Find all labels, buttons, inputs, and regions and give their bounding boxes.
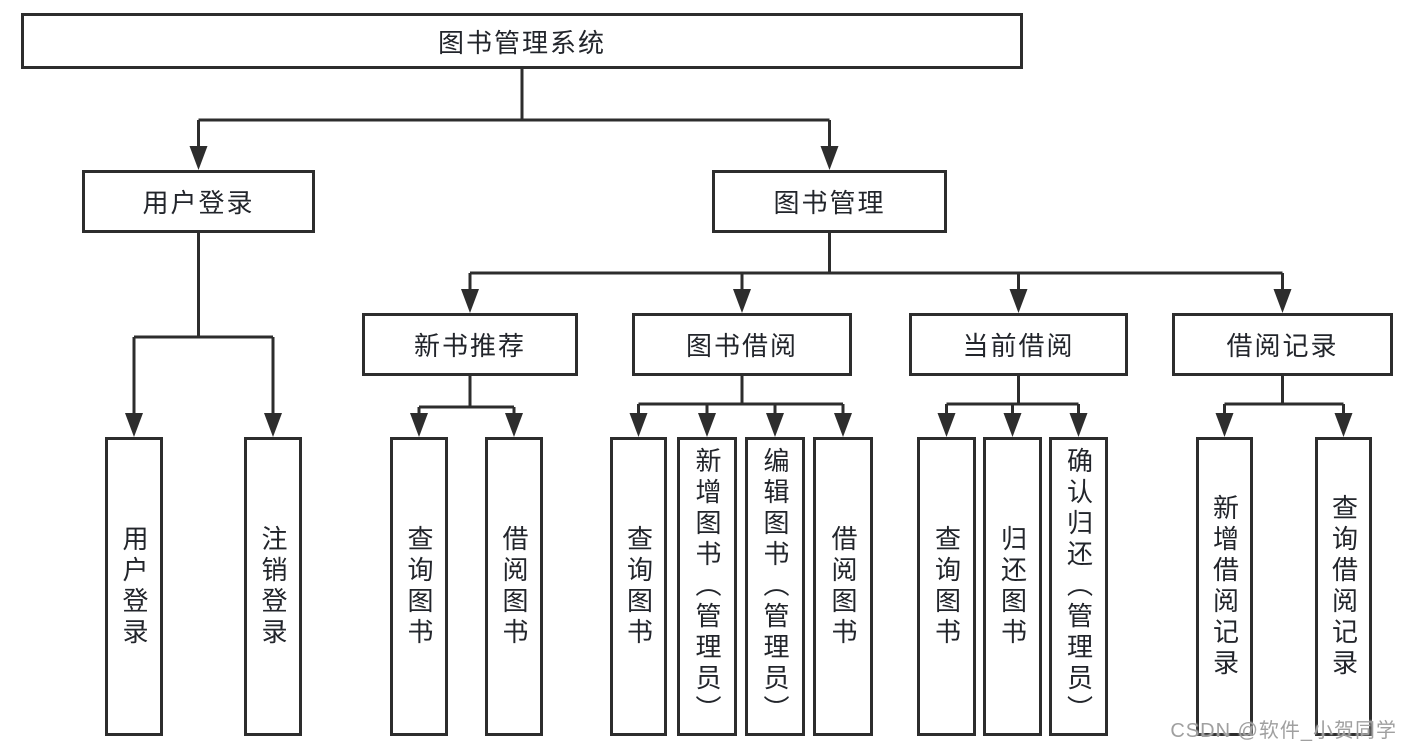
- connector-records-to-leaves: [1223, 376, 1345, 418]
- leaf-query-book-borrow: 查询图书: [610, 437, 667, 736]
- arrowheads: [125, 146, 1353, 437]
- node-label: 确认归还（管理员）: [1063, 447, 1094, 726]
- node-label: 图书管理系统: [437, 27, 606, 58]
- leaf-edit-book-admin: 编辑图书（管理员）: [745, 437, 805, 736]
- node-library-system-root: 图书管理系统: [21, 13, 1023, 69]
- node-new-book-recommendation: 新书推荐: [362, 313, 578, 376]
- connector-currentborrow-to-leaves: [945, 376, 1080, 418]
- node-label: 借阅记录: [1226, 331, 1339, 361]
- node-borrowing-records: 借阅记录: [1172, 313, 1393, 376]
- connector-lines: [132, 69, 1345, 418]
- node-label: 图书管理: [773, 188, 886, 218]
- arrow-down-icon: [1273, 289, 1292, 313]
- connector-bookmgmt-to-level3: [468, 233, 1284, 292]
- leaf-add-book-admin: 新增图书（管理员）: [677, 437, 737, 736]
- arrow-down-icon: [1003, 413, 1022, 437]
- connector-userlogin-to-leaves: [132, 233, 275, 416]
- node-label: 注销登录: [258, 524, 288, 649]
- node-label: 编辑图书（管理员）: [760, 447, 790, 726]
- node-label: 新书推荐: [413, 331, 526, 361]
- arrow-down-icon: [820, 146, 839, 170]
- node-book-management: 图书管理: [712, 170, 947, 233]
- leaf-query-book-current: 查询图书: [917, 437, 976, 736]
- node-label: 当前借阅: [962, 331, 1075, 361]
- arrow-down-icon: [629, 413, 648, 437]
- node-label: 用户登录: [119, 524, 149, 649]
- node-book-borrowing: 图书借阅: [632, 313, 852, 376]
- arrow-down-icon: [834, 413, 852, 437]
- arrow-down-icon: [410, 413, 428, 437]
- node-label: 新增图书（管理员）: [692, 447, 722, 726]
- arrow-down-icon: [125, 413, 143, 437]
- arrow-down-icon: [698, 413, 716, 437]
- node-label: 图书借阅: [685, 331, 798, 361]
- connector-newbook-to-leaves: [417, 376, 516, 418]
- connector-root-to-level2: [197, 69, 831, 150]
- leaf-user-login: 用户登录: [105, 437, 163, 736]
- node-current-borrowing: 当前借阅: [909, 313, 1128, 376]
- arrow-down-icon: [505, 413, 523, 437]
- arrow-down-icon: [189, 146, 208, 170]
- leaf-query-borrow-record: 查询借阅记录: [1315, 437, 1372, 736]
- node-label: 查询图书: [623, 524, 654, 649]
- node-label: 查询借阅记录: [1328, 493, 1359, 680]
- node-label: 借阅图书: [828, 524, 858, 649]
- arrow-down-icon: [1215, 413, 1234, 437]
- leaf-logout: 注销登录: [244, 437, 302, 736]
- arrow-down-icon: [1334, 413, 1353, 437]
- node-label: 新增借阅记录: [1209, 493, 1240, 680]
- leaf-borrow-book-recommend: 借阅图书: [485, 437, 543, 736]
- node-label: 借阅图书: [499, 524, 529, 649]
- node-label: 归还图书: [997, 524, 1028, 649]
- node-label: 查询图书: [404, 524, 434, 649]
- leaf-confirm-return-admin: 确认归还（管理员）: [1049, 437, 1108, 736]
- node-label: 查询图书: [931, 524, 962, 649]
- leaf-borrow-book: 借阅图书: [813, 437, 873, 736]
- arrow-down-icon: [1069, 413, 1088, 437]
- arrow-down-icon: [766, 413, 784, 437]
- leaf-return-book: 归还图书: [983, 437, 1042, 736]
- csdn-watermark: CSDN @软件_小贺同学: [1170, 720, 1397, 742]
- arrow-down-icon: [264, 413, 282, 437]
- node-user-login: 用户登录: [82, 170, 315, 233]
- arrow-down-icon: [1009, 289, 1028, 313]
- arrow-down-icon: [733, 289, 751, 313]
- leaf-query-book-recommend: 查询图书: [390, 437, 448, 736]
- leaf-add-borrow-record: 新增借阅记录: [1196, 437, 1253, 736]
- arrow-down-icon: [461, 289, 479, 313]
- arrow-down-icon: [937, 413, 956, 437]
- node-label: 用户登录: [142, 188, 255, 218]
- connector-bookborrow-to-leaves: [637, 376, 845, 418]
